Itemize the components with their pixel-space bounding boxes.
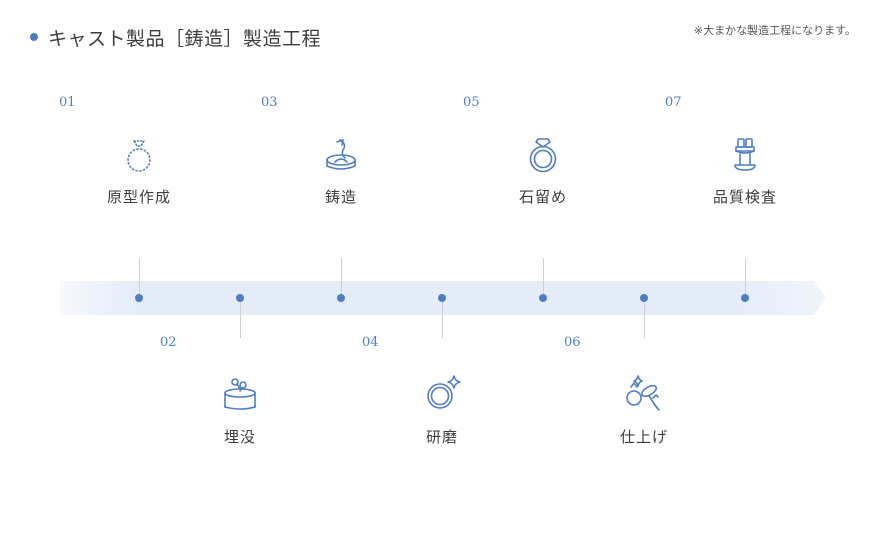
flask-investment-icon bbox=[220, 374, 260, 414]
connector-step-2 bbox=[239, 302, 241, 338]
step-number: 06 bbox=[564, 335, 581, 350]
step-label: 研磨 bbox=[425, 428, 458, 446]
title-bullet bbox=[30, 33, 38, 41]
step-label: 品質検査 bbox=[712, 188, 777, 206]
step-number: 01 bbox=[59, 95, 76, 110]
step-number: 03 bbox=[261, 95, 278, 110]
step-label: 埋没 bbox=[223, 428, 256, 446]
timeline-dot-3 bbox=[337, 294, 345, 302]
page-title: キャスト製品［鋳造］製造工程 bbox=[48, 27, 322, 50]
connector-step-1 bbox=[138, 258, 140, 294]
timeline-dot-6 bbox=[640, 294, 648, 302]
timeline-dot-4 bbox=[438, 294, 446, 302]
connector-step-3 bbox=[340, 258, 342, 294]
inspection-stand-icon bbox=[725, 136, 765, 176]
finishing-tool-icon bbox=[624, 374, 664, 414]
timeline-dot-1 bbox=[135, 294, 143, 302]
timeline-dot-5 bbox=[539, 294, 547, 302]
step-number: 02 bbox=[160, 335, 177, 350]
gem-ring-icon bbox=[523, 136, 563, 176]
connector-step-4 bbox=[441, 302, 443, 338]
step-number: 04 bbox=[362, 335, 379, 350]
step-label: 原型作成 bbox=[106, 188, 171, 206]
casting-pour-icon bbox=[321, 136, 361, 176]
step-number: 07 bbox=[665, 95, 682, 110]
connector-step-7 bbox=[744, 258, 746, 294]
step-number: 05 bbox=[463, 95, 480, 110]
page-title-group: キャスト製品［鋳造］製造工程 bbox=[30, 24, 321, 50]
connector-step-5 bbox=[542, 258, 544, 294]
timeline-dot-2 bbox=[236, 294, 244, 302]
polished-ring-icon bbox=[422, 374, 462, 414]
step-label: 鋳造 bbox=[324, 188, 357, 206]
connector-step-6 bbox=[643, 302, 645, 338]
timeline-dot-7 bbox=[741, 294, 749, 302]
process-note: ※大まかな製造工程になります。 bbox=[693, 24, 856, 37]
ring-dotted-icon bbox=[119, 136, 159, 176]
step-label: 石留め bbox=[518, 188, 567, 206]
step-label: 仕上げ bbox=[619, 428, 668, 446]
